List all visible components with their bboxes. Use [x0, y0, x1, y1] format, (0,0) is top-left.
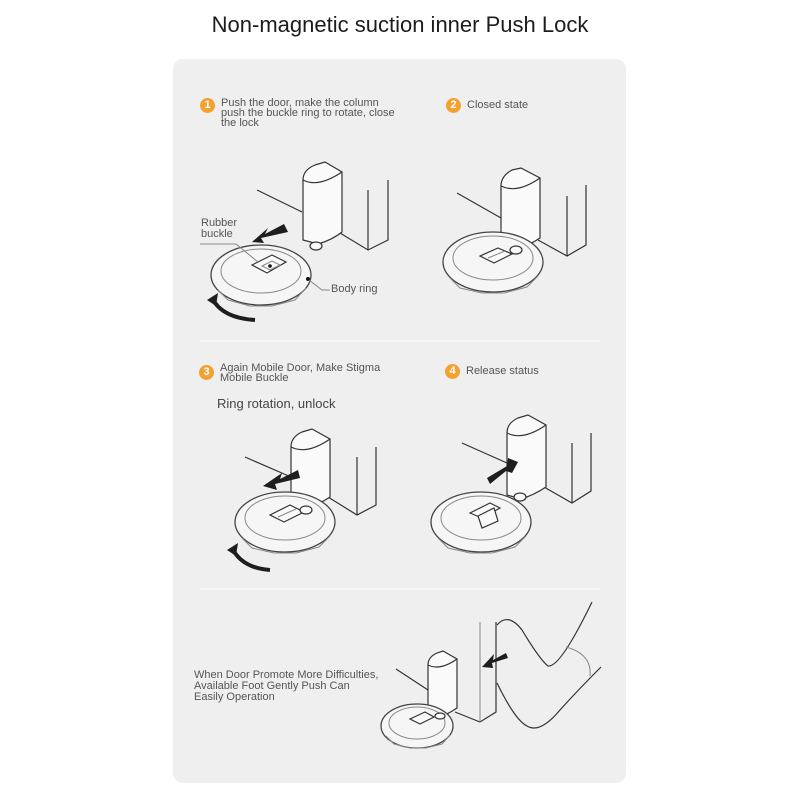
body-ring-label: Body ring: [331, 283, 378, 295]
step-1-text-line: the lock: [221, 117, 259, 129]
step-number-badge: 3: [199, 365, 214, 380]
rubber-buckle-label-line: Rubber: [201, 217, 238, 229]
step-number-badge: 1: [200, 98, 215, 113]
step-3-subtext: Ring rotation, unlock: [217, 396, 336, 411]
step-4: 4 Release status: [445, 364, 539, 379]
step-3-text-line: Again Mobile Door, Make Stigma: [220, 362, 381, 374]
foot-tip-line: Easily Operation: [194, 691, 275, 703]
section-divider: [200, 340, 600, 342]
section-divider: [200, 588, 600, 590]
step-1: 1 Push the door, make the column push th…: [200, 97, 395, 129]
step-1-text-line: Push the door, make the column: [221, 97, 379, 109]
step-3: 3 Again Mobile Door, Make Stigma Mobile …: [199, 362, 381, 384]
step-2: 2 Closed state: [446, 98, 528, 113]
step-1-text-line: push the buckle ring to rotate, close: [221, 107, 395, 119]
rubber-buckle-label-line: buckle: [201, 228, 233, 240]
foot-tip-line: When Door Promote More Difficulties,: [194, 669, 379, 681]
step-4-text: Release status: [466, 365, 539, 377]
foot-tip-text: When Door Promote More Difficulties, Ava…: [194, 670, 378, 703]
page-title: Non-magnetic suction inner Push Lock: [211, 12, 589, 37]
step-2-text: Closed state: [467, 99, 529, 111]
rubber-buckle-label: Rubber buckle: [201, 218, 237, 240]
step-number-badge: 2: [446, 98, 461, 113]
step-3-text-line: Mobile Buckle: [220, 372, 289, 384]
foot-tip-line: Available Foot Gently Push Can: [194, 680, 350, 692]
step-number-badge: 4: [445, 364, 460, 379]
instruction-panel: [173, 59, 626, 783]
